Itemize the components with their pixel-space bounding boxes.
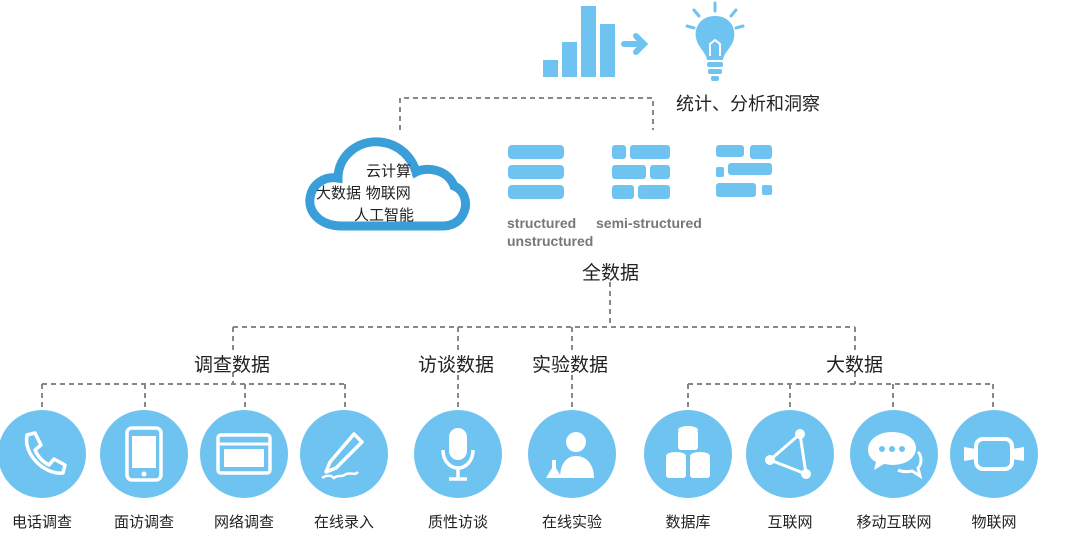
cloud-line2: 大数据 物联网 xyxy=(316,184,411,202)
cloud-line1: 云计算 xyxy=(366,162,412,180)
leaf-label-phone: 电话调查 xyxy=(11,513,72,531)
leaf-label-online-entry: 在线录入 xyxy=(313,513,374,531)
pen-signature-icon xyxy=(300,410,388,498)
cloud-icon xyxy=(305,137,471,231)
unstructured-label: unstructured xyxy=(507,233,594,249)
all-data-label: 全数据 xyxy=(582,262,640,284)
bar-chart-icon xyxy=(543,6,649,77)
category-big-data: 大数据 xyxy=(826,354,884,376)
leaf-label-web: 网络调查 xyxy=(213,513,274,531)
structured-data-icon xyxy=(508,145,564,199)
category-experiment: 实验数据 xyxy=(532,354,609,376)
leaf-label-iot: 物联网 xyxy=(971,513,1017,531)
network-triangle-icon xyxy=(746,410,834,498)
leaf-label-online-experiment: 在线实验 xyxy=(541,513,602,531)
microphone-icon xyxy=(414,410,502,498)
insight-caption: 统计、分析和洞察 xyxy=(676,94,820,115)
lightbulb-icon xyxy=(685,1,745,81)
phone-icon xyxy=(0,410,86,498)
chat-bubbles-icon xyxy=(850,410,938,498)
leaf-label-qualitative: 质性访谈 xyxy=(427,513,488,531)
semi-structured-data-icon xyxy=(612,145,670,199)
scientist-icon xyxy=(528,410,616,498)
database-icon xyxy=(644,410,732,498)
browser-window-icon xyxy=(200,410,288,498)
structured-label: structured xyxy=(507,215,577,231)
leaf-label-face: 面访调查 xyxy=(113,513,174,531)
semi-structured-label: semi-structured xyxy=(596,215,702,231)
leaf-label-mobile-internet: 移动互联网 xyxy=(856,513,932,531)
leaf-label-internet: 互联网 xyxy=(767,513,813,531)
unstructured-data-icon xyxy=(716,145,772,197)
tablet-icon xyxy=(100,410,188,498)
wearable-band-icon xyxy=(950,410,1038,498)
category-interview: 访谈数据 xyxy=(418,354,495,376)
leaf-label-database: 数据库 xyxy=(665,513,711,531)
category-survey: 调查数据 xyxy=(194,354,271,376)
cloud-line3: 人工智能 xyxy=(354,206,415,224)
